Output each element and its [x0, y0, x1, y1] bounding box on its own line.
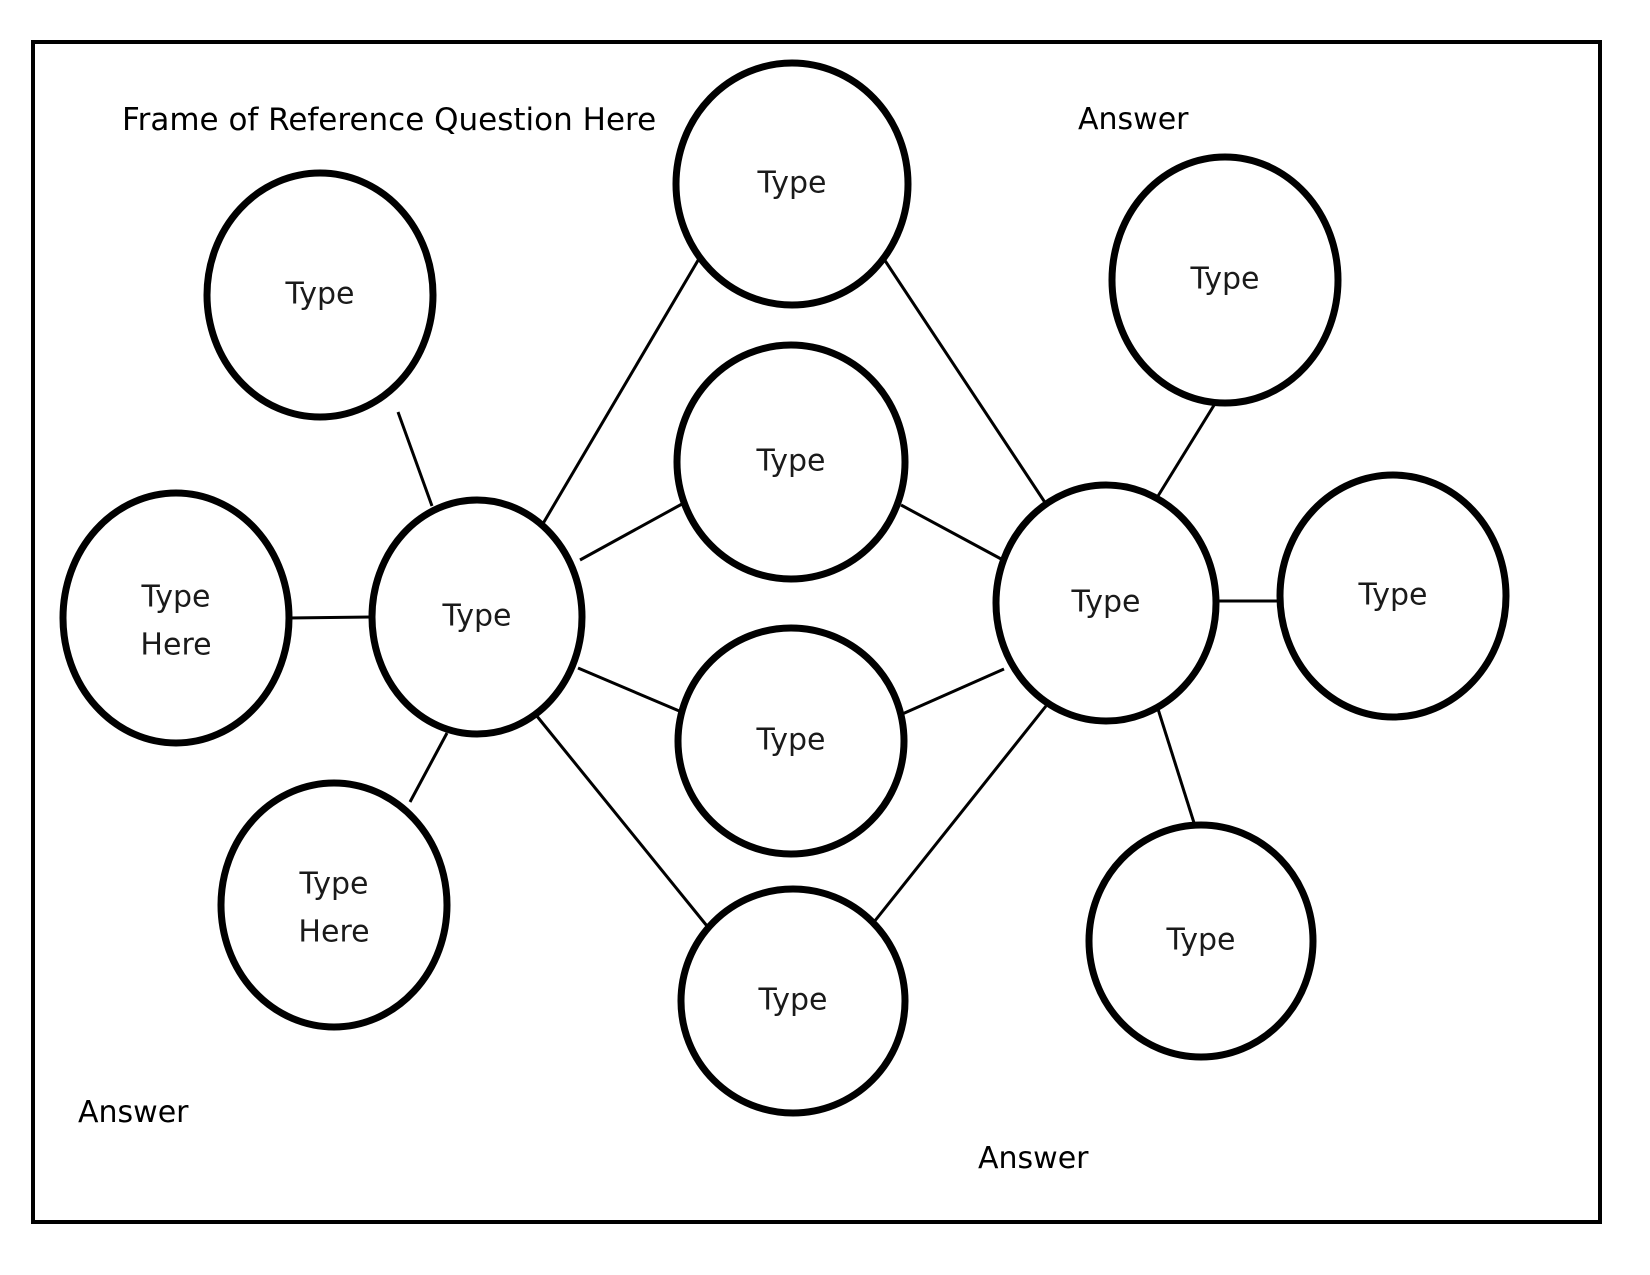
node-label-left-upper: Type: [285, 277, 355, 312]
node-label-mid-lower: Type: [756, 723, 826, 758]
node-circle-mid-upper[interactable]: [673, 341, 909, 583]
node-label-hub-left: Type: [442, 599, 512, 634]
node-right-upper[interactable]: Type: [1108, 153, 1342, 407]
diagram-frame-border: [31, 40, 1602, 1224]
node-circle-left-far[interactable]: [59, 489, 293, 747]
node-mid-bottom[interactable]: Type: [677, 885, 909, 1117]
edges-group: [287, 252, 1281, 928]
node-circle-mid-lower[interactable]: [674, 624, 908, 858]
node-label-right-far: Type: [1358, 578, 1428, 613]
node-mid-upper[interactable]: Type: [673, 341, 909, 583]
edge-hub-right-to-right-lower: [1156, 708, 1197, 827]
node-label-hub-right: Type: [1071, 585, 1141, 620]
node-right-far[interactable]: Type: [1276, 471, 1510, 721]
edge-left-lower-to-hub-left: [408, 732, 449, 803]
node-label-mid-top: Type: [757, 166, 827, 201]
node-circle-right-far[interactable]: [1276, 471, 1510, 721]
node-circle-mid-top[interactable]: [672, 59, 912, 309]
edge-right-upper-to-hub-right: [1156, 401, 1218, 497]
edge-hub-left-to-mid-upper: [579, 502, 683, 562]
node-mid-lower[interactable]: Type: [674, 624, 908, 858]
node-circle-right-upper[interactable]: [1108, 153, 1342, 407]
node-hub-left[interactable]: Type: [368, 496, 586, 738]
node-right-lower[interactable]: Type: [1085, 821, 1317, 1061]
edge-hub-left-to-mid-top: [539, 256, 702, 528]
edge-mid-top-to-hub-right: [878, 252, 1048, 505]
edge-hub-left-to-mid-bottom: [534, 714, 709, 927]
edge-mid-upper-to-hub-right: [900, 503, 1004, 562]
node-mid-top[interactable]: Type: [672, 59, 912, 309]
node-circle-left-upper[interactable]: [203, 169, 437, 421]
node-label-mid-bottom: Type: [758, 983, 828, 1018]
node-circle-left-lower[interactable]: [217, 779, 451, 1031]
node-label-left-far-line1: Type: [141, 580, 211, 615]
edge-mid-lower-to-hub-right: [899, 667, 1005, 717]
node-label-left-lower-line1: Type: [299, 867, 369, 902]
node-circle-hub-right[interactable]: [992, 481, 1220, 725]
node-hub-right[interactable]: Type: [992, 481, 1220, 725]
node-label-right-lower: Type: [1166, 923, 1236, 958]
edge-left-upper-to-hub-left: [396, 411, 434, 507]
node-circle-hub-left[interactable]: [368, 496, 586, 738]
node-label-left-lower-line2: Here: [298, 915, 369, 950]
node-left-upper[interactable]: Type: [203, 169, 437, 421]
node-label-left-far-line2: Here: [140, 628, 211, 663]
edge-hub-left-to-mid-lower: [577, 666, 685, 715]
node-circle-mid-bottom[interactable]: [677, 885, 909, 1117]
node-circle-right-lower[interactable]: [1085, 821, 1317, 1061]
edge-left-far-to-hub-left: [287, 615, 373, 620]
node-label-right-upper: Type: [1190, 262, 1260, 297]
edge-mid-bottom-to-hub-right: [868, 705, 1048, 928]
node-label-mid-upper: Type: [756, 444, 826, 479]
